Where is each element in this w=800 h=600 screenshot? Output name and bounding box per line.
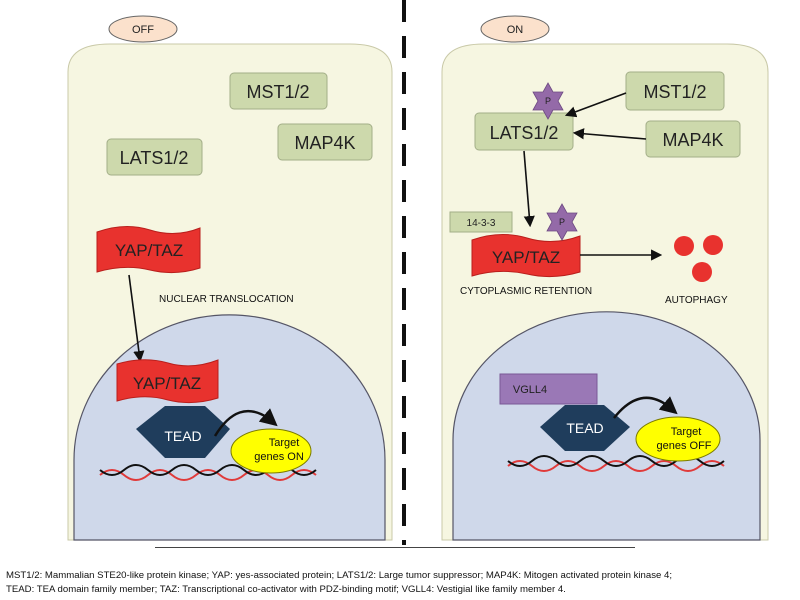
on-lats-phospho-star (532, 82, 564, 120)
on-dna-red (507, 460, 725, 472)
on-yap-phospho-label: P (559, 217, 565, 227)
on-lats-phospho-label: P (545, 96, 551, 106)
on-state-pill (480, 15, 550, 43)
on-mst-box (625, 71, 725, 111)
off-tead-label: TEAD (164, 428, 201, 444)
on-map4k-to-lats-arrow (572, 128, 647, 140)
off-target-line2: genes ON (254, 451, 304, 463)
on-state-label: ON (507, 24, 524, 36)
on-curved-arrow (613, 396, 678, 419)
on-tead-label: TEAD (566, 420, 603, 436)
on-target-line2: genes OFF (656, 440, 711, 452)
off-target-line1: Target (269, 437, 300, 449)
on-yap-label: YAP/TAZ (492, 248, 560, 267)
caption: MST1/2: Mammalian STE20-like protein kin… (6, 569, 798, 597)
caption-line-1: MST1/2: Mammalian STE20-like protein kin… (6, 570, 673, 581)
off-dna-red (99, 469, 317, 481)
on-lats-label: LATS1/2 (490, 123, 559, 143)
on-autophagy-label: AUTOPHAGY (665, 295, 728, 306)
caption-rule (155, 547, 635, 548)
off-nucleus-yap-label: YAP/TAZ (133, 374, 201, 393)
on-1433-label: 14-3-3 (467, 218, 496, 229)
on-retention-label: CYTOPLASMIC RETENTION (460, 286, 592, 297)
off-target-ellipse (230, 428, 312, 474)
off-activation-arrow (213, 408, 278, 437)
on-autophagy-dot-2 (703, 235, 723, 255)
caption-line-2: TEAD: TEA domain family member; TAZ: Tra… (6, 584, 566, 595)
on-mst-to-lats-arrow (564, 92, 627, 118)
off-nucleus-yap-flag (116, 359, 219, 404)
off-map4k-label: MAP4K (294, 133, 355, 153)
off-translocation-label: NUCLEAR TRANSLOCATION (159, 294, 294, 305)
on-autophagy-dot-1 (674, 236, 694, 256)
off-mst-label: MST1/2 (246, 82, 309, 102)
off-translocation-arrow (128, 274, 145, 363)
hippo-pathway-diagram: OFF MST1/2 MAP4K LATS1/2 YAP/TAZ NUCLEAR… (67, 0, 769, 545)
off-panel: OFF MST1/2 MAP4K LATS1/2 YAP/TAZ NUCLEAR… (67, 15, 393, 541)
on-tead-hexagon (540, 405, 630, 451)
off-map4k-box (277, 123, 373, 161)
on-mst-label: MST1/2 (643, 82, 706, 102)
off-yap-label: YAP/TAZ (115, 241, 183, 260)
on-target-line1: Target (671, 426, 702, 438)
off-mst-box (229, 72, 328, 110)
on-autophagy-dot-3 (692, 262, 712, 282)
off-tead-hexagon (136, 406, 230, 458)
on-1433-box (449, 211, 513, 233)
off-yap-flag (96, 226, 201, 274)
on-yap-flag (471, 234, 581, 278)
on-vgll4-label: VGLL4 (513, 384, 547, 396)
off-state-pill (108, 15, 178, 43)
on-panel: ON MST1/2 MAP4K LATS1/2 P 14-3-3 YAP/TAZ… (441, 15, 769, 541)
on-vgll4-box (499, 373, 598, 405)
on-lats-to-yap-arrow (523, 150, 535, 228)
on-map4k-label: MAP4K (662, 130, 723, 150)
off-lats-label: LATS1/2 (120, 148, 189, 168)
on-yap-phospho-star (546, 203, 578, 241)
off-lats-box (106, 138, 203, 176)
off-state-label: OFF (132, 24, 154, 36)
on-target-ellipse (635, 416, 721, 462)
